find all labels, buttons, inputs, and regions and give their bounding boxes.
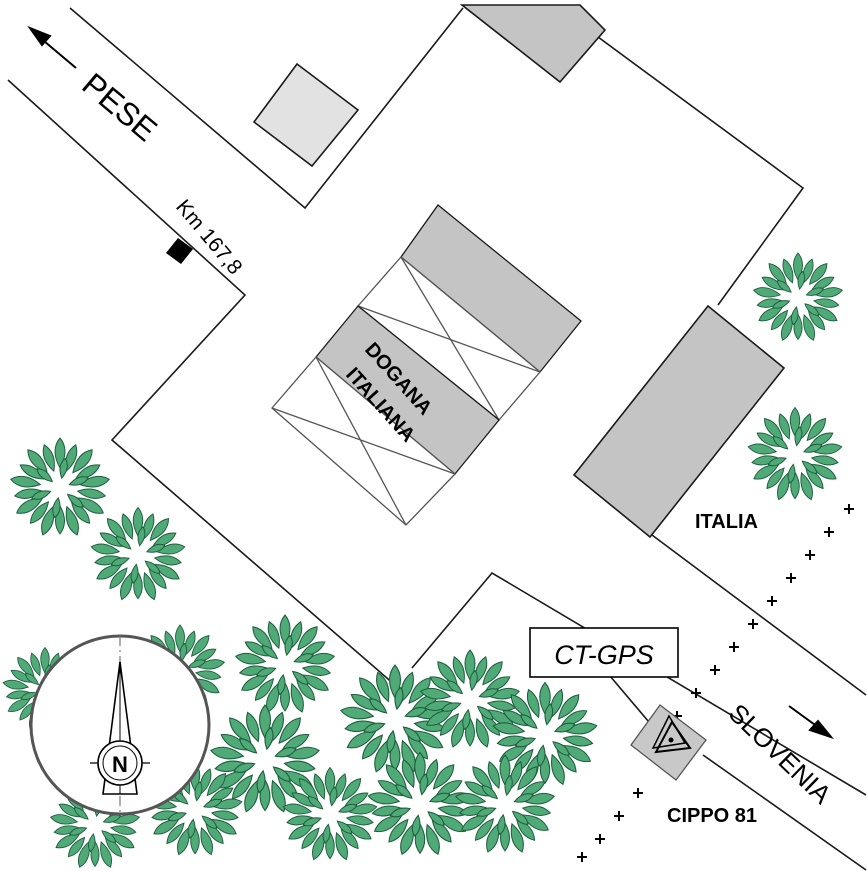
km-post-marker [166, 238, 193, 264]
label-italia: ITALIA [695, 511, 758, 533]
dogana-italiana-complex [271, 204, 582, 526]
arrow-to-pese [27, 25, 77, 69]
road-outlines [7, 7, 867, 871]
tree-icon [89, 507, 187, 602]
label-pese: PESE [76, 66, 165, 148]
building-top [459, 4, 607, 84]
tree-icon [234, 614, 336, 715]
arrow-to-slovenia [788, 705, 834, 740]
label-slovenia: SLOVENIA [723, 698, 838, 810]
border-stone-marker-icon [630, 704, 707, 781]
north-arrow-compass-icon: N [29, 634, 211, 816]
compass-north-label: N [112, 752, 128, 777]
tree-icon [752, 252, 844, 343]
building-long-right [572, 304, 786, 539]
label-cippo: CIPPO 81 [667, 805, 757, 827]
tree-icon [9, 437, 111, 538]
building-small-square [252, 62, 360, 168]
tree-icon [746, 407, 844, 502]
ct-gps-box: CT-GPS [529, 627, 679, 678]
label-ct-gps: CT-GPS [554, 640, 654, 670]
buildings [252, 4, 786, 539]
tree-icon [366, 751, 474, 857]
